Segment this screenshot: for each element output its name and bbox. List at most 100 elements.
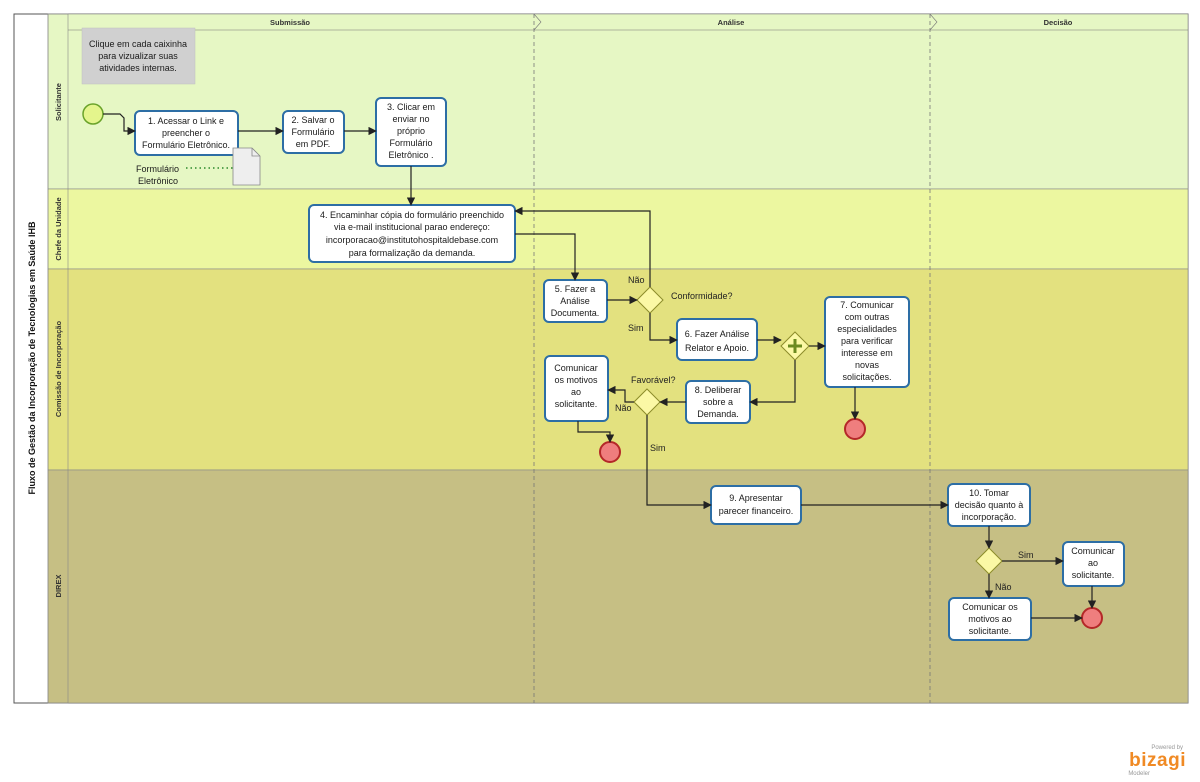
task-line: 2. Salvar o	[291, 115, 334, 125]
note-line: atividades internas.	[99, 63, 177, 73]
task-line: 6. Fazer Análise	[685, 329, 750, 339]
task-line: Relator e Apoio.	[685, 343, 749, 353]
lane-chefe-unidade	[47, 188, 1189, 270]
phase-chevron	[533, 13, 542, 31]
product-text: Modeler	[1128, 771, 1150, 777]
task-line: interesse em	[841, 348, 893, 358]
note-line: Clique em cada caixinha	[89, 39, 187, 49]
task-1-acessar-link[interactable]: 1. Acessar o Link e preencher o Formulár…	[134, 110, 239, 156]
label-conformidade: Conformidade?	[671, 291, 733, 301]
lane-title-solicitante: Solicitante	[54, 83, 63, 121]
task-line: 5. Fazer a	[555, 284, 596, 294]
task-8-deliberar[interactable]: 8. Deliberar sobre a Demanda.	[685, 380, 751, 424]
task-line: Documenta.	[551, 308, 600, 318]
flow-comunicar-to-end	[577, 421, 615, 443]
task-line: novas	[855, 360, 880, 370]
label-sim-conformidade: Sim	[628, 323, 644, 333]
task-line: especialidades	[837, 324, 897, 334]
task-line: 3. Clicar em	[387, 102, 435, 112]
task-2-salvar-pdf[interactable]: 2. Salvar o Formulário em PDF.	[282, 110, 345, 154]
flow-parallel-to-t8	[749, 360, 796, 407]
end-event[interactable]	[599, 441, 621, 463]
lane-comissao	[47, 268, 1189, 471]
label-nao-favoravel: Não	[615, 403, 632, 413]
task-line: Comunicar	[1071, 546, 1115, 556]
lane-header-column	[47, 13, 69, 704]
phase-title-submissao: Submissão	[270, 18, 310, 27]
task-10-tomar-decisao[interactable]: 10. Tomar decisão quanto à incorporação.	[947, 483, 1031, 527]
task-line: parecer financeiro.	[719, 506, 794, 516]
label-favoravel: Favorável?	[631, 375, 676, 385]
task-line: enviar no	[392, 114, 429, 124]
task-comunicar-motivos-analise[interactable]: Comunicar os motivos ao solicitante.	[544, 355, 609, 422]
task-line: com outras	[845, 312, 890, 322]
label-nao-conformidade: Não	[628, 275, 645, 285]
start-event[interactable]	[82, 103, 104, 125]
flow-gw1-sim-to-t6	[649, 313, 678, 345]
task-5-analise-documental[interactable]: 5. Fazer a Análise Documenta.	[543, 279, 608, 323]
lane-solicitante	[47, 13, 1189, 190]
task-line: ao	[1088, 558, 1098, 568]
flow-gw1-nao-to-t4	[514, 206, 651, 287]
task-9-parecer-financeiro[interactable]: 9. Apresentar parecer financeiro.	[710, 485, 802, 525]
label-sim-favoravel: Sim	[650, 443, 666, 453]
task-line: próprio	[397, 126, 425, 136]
task-line: preencher o	[162, 128, 210, 138]
task-line: Formulário Eletrônico.	[142, 140, 230, 150]
phase-title-decisao: Decisão	[1044, 18, 1073, 27]
task-line: 8. Deliberar	[695, 385, 742, 395]
end-event[interactable]	[1081, 607, 1103, 629]
instruction-note[interactable]: Clique em cada caixinha para vizualizar …	[81, 27, 196, 85]
task-comunicar-motivos-decisao[interactable]: Comunicar os motivos ao solicitante.	[948, 597, 1032, 641]
task-line: Análise	[560, 296, 590, 306]
brand-text: bizagi	[1129, 750, 1186, 771]
task-line: incorporacao@institutohospitaldebase.com	[326, 235, 498, 245]
task-line: ao	[571, 387, 581, 397]
task-line: 10. Tomar	[969, 488, 1009, 498]
task-line: Formulário	[389, 138, 432, 148]
task-line: sobre a	[703, 397, 733, 407]
task-line: via e-mail institucional parao endereço:	[334, 222, 490, 232]
task-line: os motivos	[554, 375, 598, 385]
task-line: solicitante.	[1072, 570, 1115, 580]
powered-by-text: Powered by	[1151, 745, 1183, 751]
task-line: decisão quanto à	[955, 500, 1024, 510]
label-nao-decisao: Não	[995, 582, 1012, 592]
task-line: 7. Comunicar	[840, 300, 894, 310]
task-line: solicitações.	[842, 372, 891, 382]
end-event[interactable]	[844, 418, 866, 440]
task-line: para verificar	[841, 336, 893, 346]
pool-title: Fluxo de Gestão da Incorporação de Tecno…	[27, 221, 37, 494]
task-comunicar-solicitante[interactable]: Comunicar ao solicitante.	[1062, 541, 1125, 587]
document-artifact-formulario[interactable]	[232, 147, 261, 186]
lane-title-comissao: Comissão de Incorporação	[54, 320, 63, 417]
task-line: Eletrônico .	[388, 150, 433, 160]
artifact-label: Formulário	[136, 164, 179, 174]
task-7-comunicar-especialidades[interactable]: 7. Comunicar com outras especialidades p…	[824, 296, 910, 388]
task-line: 4. Encaminhar cópia do formulário preenc…	[320, 210, 504, 220]
task-line: 9. Apresentar	[729, 493, 783, 503]
task-line: para formalização da demanda.	[349, 248, 476, 258]
flow-t4-to-t5	[515, 233, 580, 281]
note-line: para vizualizar suas	[98, 51, 178, 61]
artifact-label: Eletrônico	[138, 176, 178, 186]
flow-gw2-nao-to-comunicar	[607, 385, 634, 403]
task-line: Demanda.	[697, 409, 739, 419]
task-3-clicar-enviar[interactable]: 3. Clicar em enviar no próprio Formulári…	[375, 97, 447, 167]
bizagi-logo: Powered by bizagi Modeler	[1128, 745, 1186, 777]
task-line: solicitante.	[969, 626, 1012, 636]
phase-chevron	[929, 13, 938, 31]
phase-title-analise: Análise	[718, 18, 745, 27]
lane-title-chefe: Chefe da Unidade	[54, 197, 63, 260]
flow-gw2-sim-to-t9	[646, 415, 712, 510]
task-line: solicitante.	[555, 399, 598, 409]
task-line: motivos ao	[968, 614, 1012, 624]
task-4-encaminhar-copia[interactable]: 4. Encaminhar cópia do formulário preenc…	[308, 204, 516, 263]
task-line: em PDF.	[296, 139, 331, 149]
label-sim-decisao: Sim	[1018, 550, 1034, 560]
flow-start-to-t1	[103, 113, 136, 136]
task-line: incorporação.	[962, 512, 1017, 522]
task-6-analise-relator[interactable]: 6. Fazer Análise Relator e Apoio.	[676, 318, 758, 361]
task-line: 1. Acessar o Link e	[148, 116, 224, 126]
